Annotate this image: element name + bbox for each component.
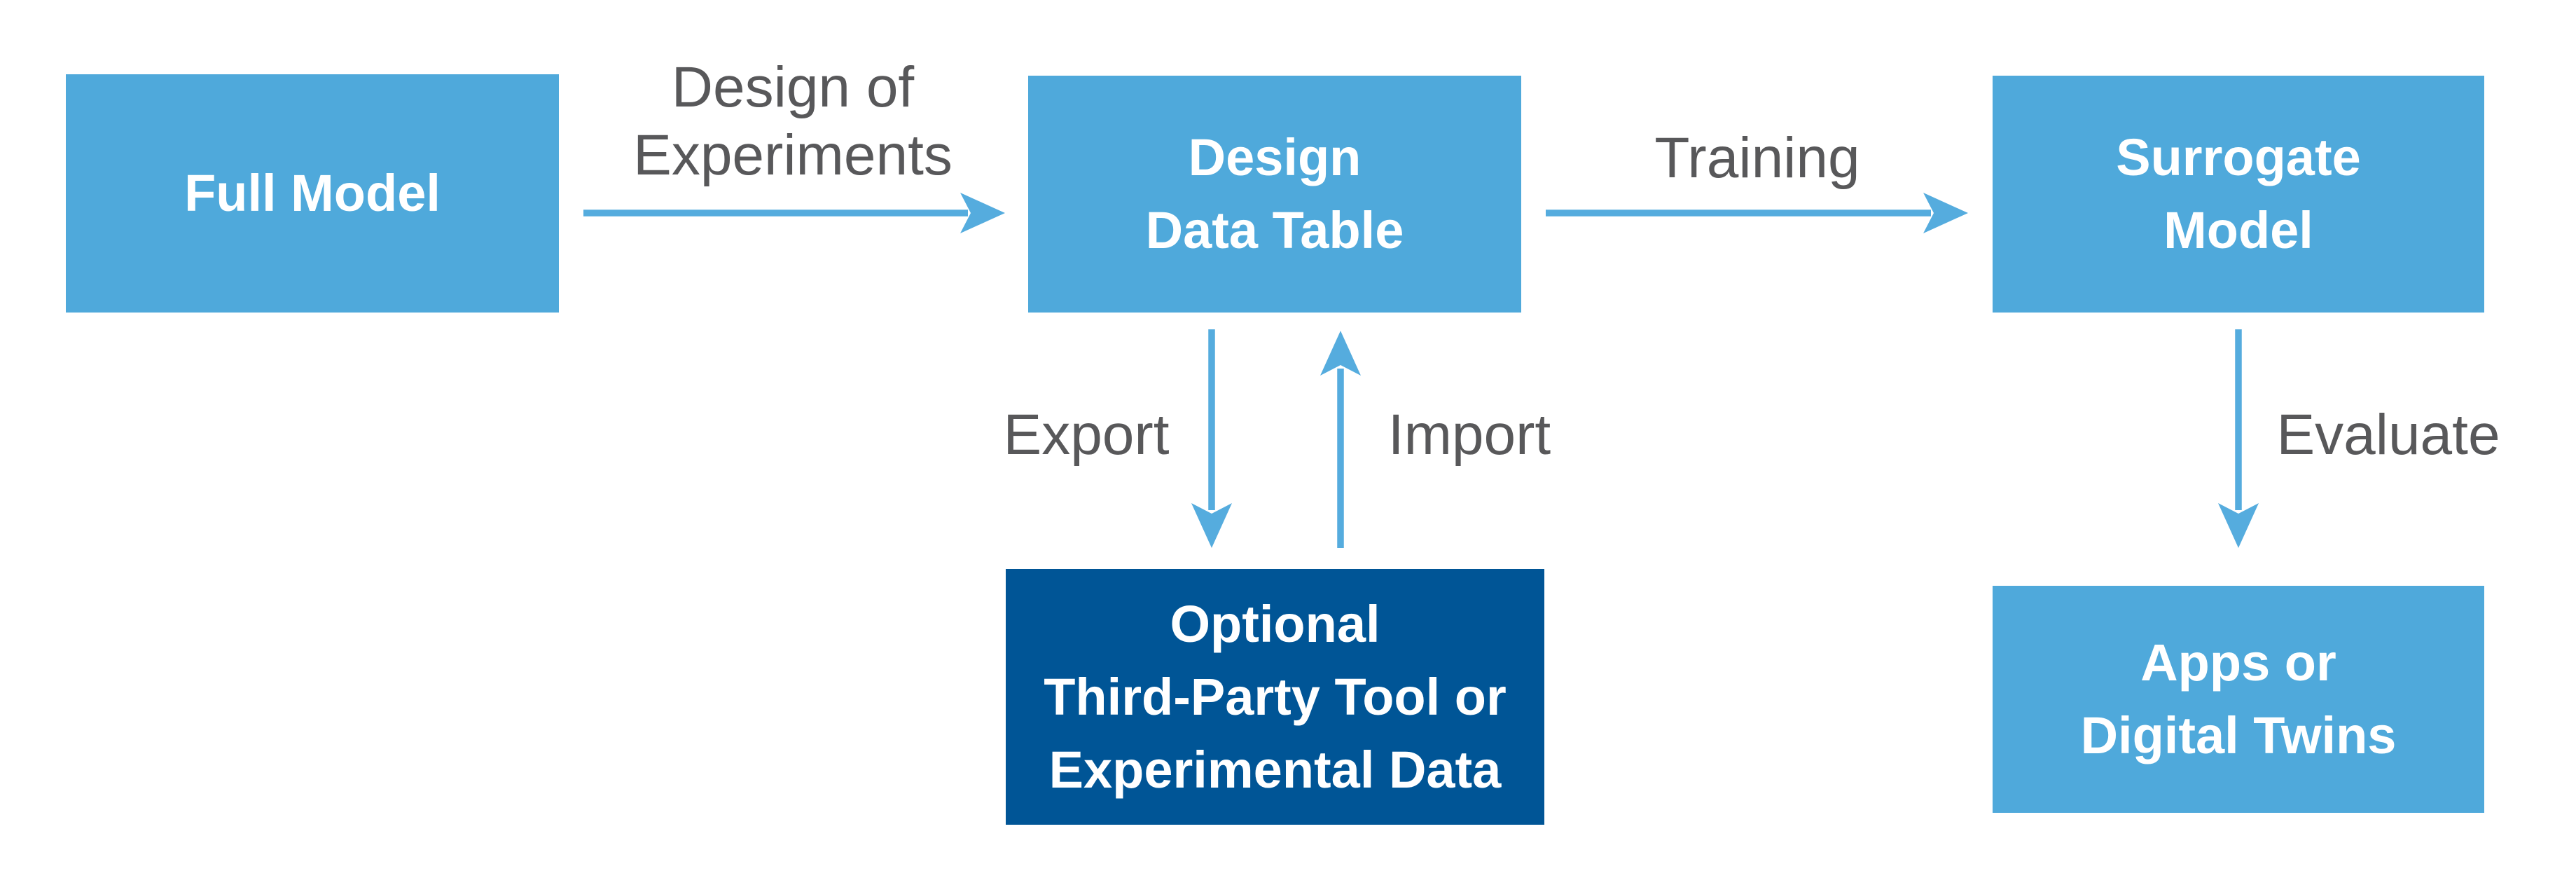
design-of-experiments-arrow <box>583 193 1005 233</box>
node-label-line: Optional <box>1170 594 1380 653</box>
edge-label-line: Training <box>1654 126 1860 190</box>
node-label-line: Digital Twins <box>2080 706 2397 764</box>
node-third-party-tool: Optional Third-Party Tool or Experimenta… <box>1006 569 1544 825</box>
edge-label-line: Import <box>1387 403 1551 467</box>
edge-label-training: Training <box>1547 124 1967 192</box>
node-label-line: Third-Party Tool or <box>1044 667 1507 726</box>
edge-label-line: Evaluate <box>2276 403 2500 467</box>
edge-label-line: Export <box>1003 403 1170 467</box>
edge-label-evaluate: Evaluate <box>2213 401 2563 469</box>
arrow-head-down <box>2218 503 2259 548</box>
training-arrow <box>1546 193 1968 233</box>
node-label-line: Surrogate <box>2116 128 2361 186</box>
node-design-data-table: Design Data Table <box>1028 76 1521 313</box>
node-apps-digital-twins: Apps or Digital Twins <box>1993 586 2484 813</box>
edge-label-import: Import <box>1329 401 1609 469</box>
node-label-line: Experimental Data <box>1048 740 1502 799</box>
edge-label-line: Experiments <box>633 123 953 187</box>
node-label-line: Data Table <box>1145 201 1404 259</box>
export-arrow <box>1191 329 1232 548</box>
node-full-model: Full Model <box>66 74 559 313</box>
node-label-line: Design <box>1188 128 1362 186</box>
arrow-head-right <box>960 193 1005 233</box>
evaluate-arrow <box>2218 329 2259 548</box>
import-arrow <box>1320 331 1361 548</box>
arrow-head-up <box>1320 331 1361 376</box>
arrow-head-right <box>1923 193 1968 233</box>
node-label-line: Model <box>2163 201 2313 259</box>
node-label-line: Full Model <box>184 164 441 222</box>
node-surrogate-model: Surrogate Model <box>1993 76 2484 313</box>
edge-label-export: Export <box>946 401 1226 469</box>
node-label-line: Apps or <box>2140 633 2336 692</box>
edge-label-line: Design of <box>671 55 915 119</box>
edge-label-design-of-experiments: Design of Experiments <box>583 53 1003 189</box>
arrow-head-down <box>1191 503 1232 548</box>
